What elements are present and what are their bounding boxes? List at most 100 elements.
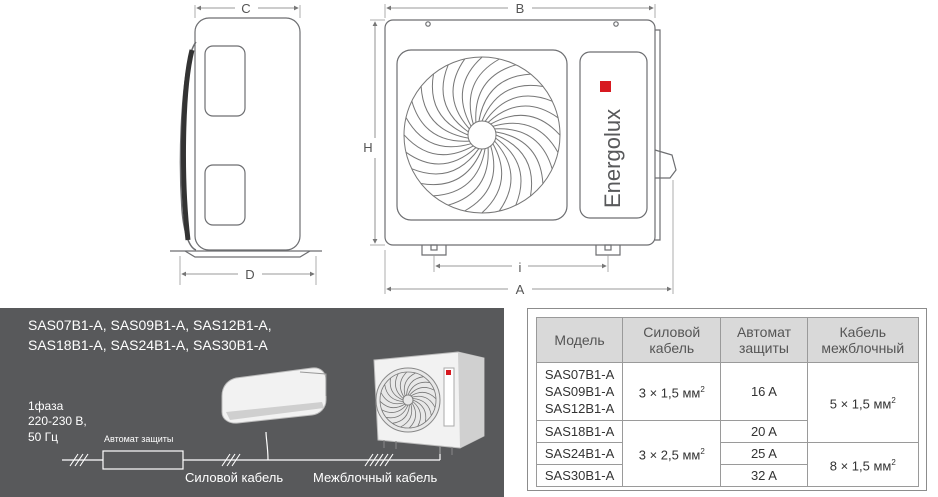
power-cable-cell: 3 × 1,5 мм2 [622,362,722,421]
fan-blade [380,392,405,405]
header-interconnect: Кабель межблочный [806,317,920,363]
interconnect-value: 5 × 1,5 мм [829,396,892,412]
fan-blade [412,398,432,416]
fan-blade [408,402,417,429]
model-cell: SAS18B1-A [535,420,624,443]
fan-blade [433,148,486,197]
table-row: SAS24B1-A 25 A 8 × 1,5 мм2 [535,442,920,487]
wiring-models-line2: SAS18B1-A, SAS24B1-A, SAS30B1-A [28,337,268,353]
breaker-cell: 16 A [720,362,808,421]
fan-blade [461,56,483,127]
fan-blade [384,384,404,402]
fan-blade [478,73,531,122]
fan-blade [406,376,424,396]
model-cell: SAS30B1-A [535,464,624,487]
side-view [170,17,322,258]
dim-b: B [384,1,656,18]
header-power-cable: Силовой кабель [622,317,722,363]
fan-blade [495,134,532,197]
dim-a-label: A [516,282,525,297]
spec-table: Модель Силовой кабель Автомат защиты Каб… [535,317,920,487]
table-row: SAS07B1-A SAS09B1-A SAS12B1-A 3 × 1,5 мм… [535,362,920,443]
fan-blade [412,399,427,422]
fan-blade [389,378,404,401]
fan-blade [484,95,553,122]
fan-blade [432,73,469,136]
dim-c: C [194,1,301,18]
fan-blade [492,122,559,153]
fan-blade [495,137,522,206]
fan-blade [403,372,416,397]
brand-logo-text: Energolux [600,109,625,208]
breaker-cell: 32 A [720,464,808,487]
fan-blade [410,391,437,400]
spec-table-frame: Модель Силовой кабель Автомат защиты Каб… [527,308,927,491]
header-model: Модель [535,317,624,363]
interconnect-cable-label: Межблочный кабель [313,470,438,485]
fan-blade [481,85,544,122]
dim-d: D [179,256,317,285]
model-group-1: SAS07B1-A SAS09B1-A SAS12B1-A [535,362,624,421]
power-cable-value: 3 × 2,5 мм [638,447,701,463]
power-supply-line3: 50 Гц [28,430,59,444]
fan-blade [469,58,500,125]
model-cell: SAS07B1-A [544,367,615,382]
wiring-diagram-panel: SAS07B1-A, SAS09B1-A, SAS12B1-A, SAS18B1… [0,308,504,497]
fan-blade [403,134,474,156]
fan-blade [420,148,483,185]
fan-blade [494,128,553,170]
power-cable-value: 3 × 1,5 мм [638,385,701,401]
fan-blade [407,381,430,396]
model-cell: SAS09B1-A [544,384,615,399]
table-header-row: Модель Силовой кабель Автомат защиты Каб… [535,317,920,363]
indoor-unit-illustration [221,367,327,424]
fan-blade [447,147,489,206]
breaker-label: Автомат защиты [104,434,174,444]
interconnect-value: 8 × 1,5 мм [829,458,892,474]
model-cell: SAS24B1-A [535,442,624,465]
power-cable-cell: 3 × 2,5 мм2 [622,420,722,487]
fan-blade [386,404,409,419]
unit-superscript: 2 [700,447,705,457]
interconnect-cell: 8 × 1,5 мм2 [806,442,920,487]
fan-blade [494,140,512,212]
brand-logo-mark [600,81,611,92]
dim-b-label: B [516,1,525,16]
breaker-cell: 20 A [720,420,808,443]
brand-logo: Energolux [600,109,625,208]
fan-blade [381,404,407,413]
cable-hatches [69,453,394,467]
fan-blade [481,143,503,214]
table-row: SAS30B1-A 32 A [535,464,919,487]
wiring-models-line1: SAS07B1-A, SAS09B1-A, SAS12B1-A, [28,317,272,333]
fan-blade [379,400,406,409]
front-view [384,19,677,256]
outdoor-unit-illustration [373,351,485,455]
fan-blade [411,395,436,408]
fan-blade [405,147,477,165]
interconnect-cell: 5 × 1,5 мм2 [806,362,920,443]
fan-blade [420,86,469,139]
model-cell: SAS12B1-A [544,401,615,416]
dim-h-label: H [363,140,372,155]
fan-blade [392,404,410,424]
fan-blade [475,64,517,123]
dim-i: i [433,255,609,275]
fan-blade [399,371,408,398]
fan-blade [409,387,435,396]
dim-d-label: D [245,267,254,282]
fan-grille [403,56,561,214]
dim-h: H [363,19,385,246]
fan-blade [490,114,561,136]
fan-blade [464,145,495,212]
unit-superscript: 2 [891,396,896,406]
fan-blade [405,117,472,148]
unit-superscript: 2 [700,385,705,395]
fan-blade [400,403,413,428]
unit-superscript: 2 [891,458,896,468]
header-breaker: Автомат защиты [720,317,808,363]
fan-blade [411,148,480,175]
fan-blade [452,58,470,130]
power-cable-label: Силовой кабель [185,470,284,485]
fan-blade [487,105,559,123]
